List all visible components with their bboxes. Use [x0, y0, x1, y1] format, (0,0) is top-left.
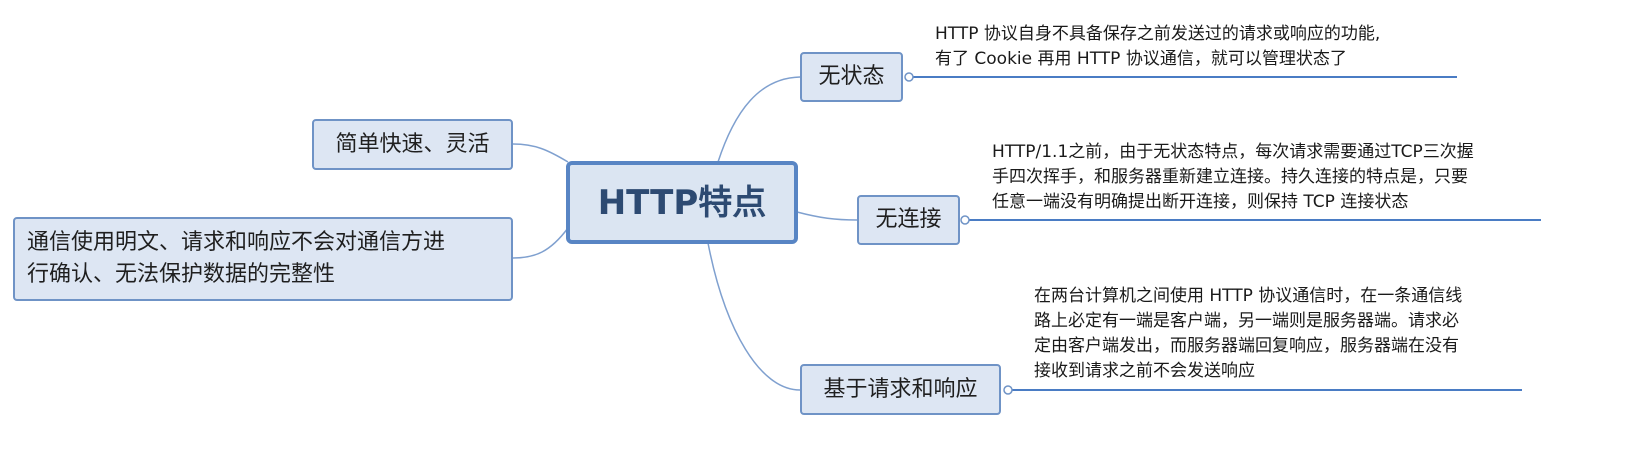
connector-left-1 — [512, 143, 569, 163]
note-marker-1 — [904, 72, 914, 82]
node-label: 基于请求和响应 — [823, 376, 978, 402]
node-simple-fast-flexible[interactable]: 简单快速、灵活 — [312, 119, 513, 170]
node-text-block: 通信使用明文、请求和响应不会对通信方进 行确认、无法保护数据的完整性 — [27, 227, 445, 291]
note-line: 接收到请求之前不会发送响应 — [1034, 361, 1255, 381]
note-line: 定由客户端发出，而服务器端回复响应，服务器端在没有 — [1034, 336, 1459, 356]
node-line: 通信使用明文、请求和响应不会对通信方进 — [27, 230, 446, 255]
connector-left-2 — [512, 227, 569, 259]
connector-right-2 — [796, 211, 858, 221]
node-connectionless[interactable]: 无连接 — [857, 195, 960, 245]
note-connectionless: HTTP/1.1之前，由于无状态特点，每次请求需要通过TCP三次握 手四次挥手，… — [992, 140, 1474, 215]
note-marker-2 — [960, 215, 970, 225]
connector-right-3 — [707, 242, 801, 391]
node-label: 无连接 — [875, 207, 942, 232]
note-line: 在两台计算机之间使用 HTTP 协议通信时，在一条通信线 — [1034, 286, 1463, 306]
center-node[interactable]: HTTP特点 — [566, 161, 798, 244]
node-label: 无状态 — [818, 64, 885, 89]
node-plaintext-insecure[interactable]: 通信使用明文、请求和响应不会对通信方进 行确认、无法保护数据的完整性 — [13, 217, 513, 301]
note-line: HTTP/1.1之前，由于无状态特点，每次请求需要通过TCP三次握 — [992, 142, 1474, 162]
note-stateless: HTTP 协议自身不具备保存之前发送过的请求或响应的功能, 有了 Cookie … — [935, 22, 1380, 72]
connector-right-1 — [717, 76, 801, 163]
center-label: HTTP特点 — [597, 182, 767, 223]
node-line: 行确认、无法保护数据的完整性 — [27, 262, 336, 287]
note-line: HTTP 协议自身不具备保存之前发送过的请求或响应的功能, — [935, 24, 1381, 44]
note-line: 有了 Cookie 再用 HTTP 协议通信，就可以管理状态了 — [935, 49, 1347, 69]
node-label: 简单快速、灵活 — [335, 131, 490, 157]
note-marker-3 — [1003, 385, 1013, 395]
node-request-response[interactable]: 基于请求和响应 — [800, 364, 1001, 415]
note-line: 任意一端没有明确提出断开连接，则保持 TCP 连接状态 — [992, 192, 1409, 212]
note-line: 手四次挥手，和服务器重新建立连接。持久连接的特点是，只要 — [992, 167, 1468, 187]
note-request-response: 在两台计算机之间使用 HTTP 协议通信时，在一条通信线 路上必定有一端是客户端… — [1034, 284, 1462, 384]
note-line: 路上必定有一端是客户端，另一端则是服务器端。请求必 — [1034, 311, 1459, 331]
node-stateless[interactable]: 无状态 — [800, 52, 903, 102]
